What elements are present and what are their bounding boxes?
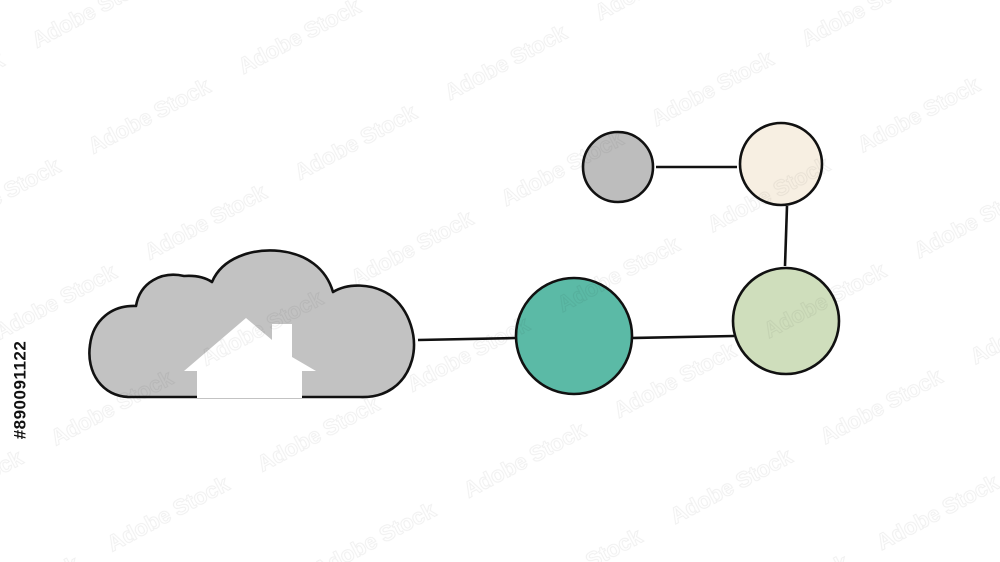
connector-teal-sage [631,334,735,340]
connector-cloud-teal [417,336,517,342]
cloud-with-house-icon [88,249,416,399]
node-teal [514,276,634,396]
stock-id-label: #890091122 [6,320,34,460]
connector-sage-cream [783,205,789,267]
node-cream [738,121,824,207]
stock-id-text: #890091122 [10,340,30,440]
node-gray [581,130,655,204]
node-sage [731,266,841,376]
